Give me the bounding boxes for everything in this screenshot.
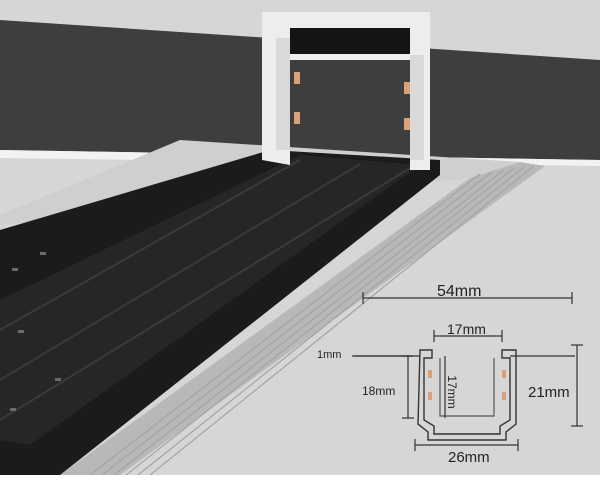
copper-contacts [294, 72, 410, 130]
profile-inner-right [410, 55, 424, 160]
dimension-base-width: 26mm [448, 449, 490, 466]
dimension-total-height: 21mm [528, 384, 570, 401]
dimension-inner-width: 17mm [447, 321, 486, 337]
profile-slot [290, 28, 410, 54]
track-marks [10, 252, 61, 411]
dimension-wall-thickness: 1mm [317, 349, 342, 361]
profile-inner-left [276, 38, 290, 150]
ceiling-band [0, 20, 600, 160]
cross-section-drawing [352, 292, 583, 451]
dimension-side-height: 18mm [362, 384, 396, 398]
dimension-total-width: 54mm [437, 283, 482, 300]
dimension-inner-depth: 17mm [445, 375, 459, 409]
cross-section-contacts [428, 370, 506, 400]
flange-ribs [89, 165, 535, 476]
track-body [0, 150, 440, 475]
track-grooves [0, 159, 411, 421]
